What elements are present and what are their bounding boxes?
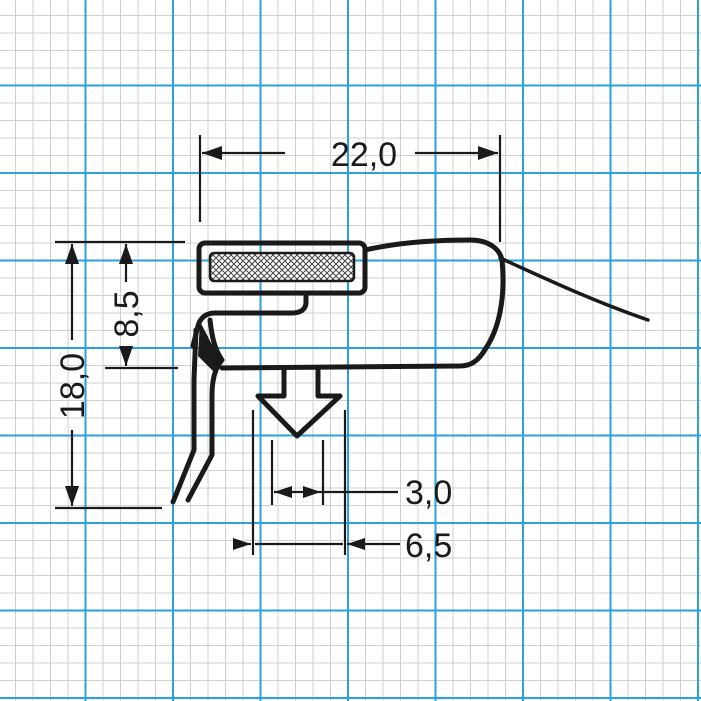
- gasket-left-wall-inner: [170, 327, 199, 505]
- label-dart-outer: 6,5: [405, 527, 452, 565]
- arrow-total-bottom: [65, 486, 79, 506]
- arrow-width-right: [478, 146, 498, 160]
- gasket-left-wall: [185, 317, 225, 503]
- arrow-total-top: [65, 244, 79, 264]
- arrow-dart-outer-right: [347, 538, 365, 550]
- arrow-dart-inner-left: [274, 486, 292, 498]
- label-height-total: 18,0: [54, 353, 92, 419]
- arrow-dart-inner-right: [303, 486, 321, 498]
- gasket-flap: [498, 256, 650, 322]
- arrow-dart-outer-left: [233, 538, 251, 550]
- gasket-web: [190, 290, 309, 349]
- dimension-lines: [55, 135, 502, 555]
- gasket-profile: [170, 237, 650, 505]
- label-height-upper: 8,5: [108, 290, 146, 337]
- label-dart-inner: 3,0: [405, 474, 452, 512]
- arrow-upper-bottom: [119, 346, 133, 366]
- label-width: 22,0: [331, 136, 397, 174]
- gasket-dart: [255, 365, 343, 439]
- dimension-labels: 22,0 18,0 8,5 3,0 6,5: [54, 136, 452, 565]
- arrow-upper-top: [119, 244, 133, 264]
- magnet-housing: [196, 240, 368, 296]
- magnet-strip: [208, 251, 356, 283]
- gasket-root-fill: [198, 322, 222, 372]
- arrow-width-left: [202, 146, 222, 160]
